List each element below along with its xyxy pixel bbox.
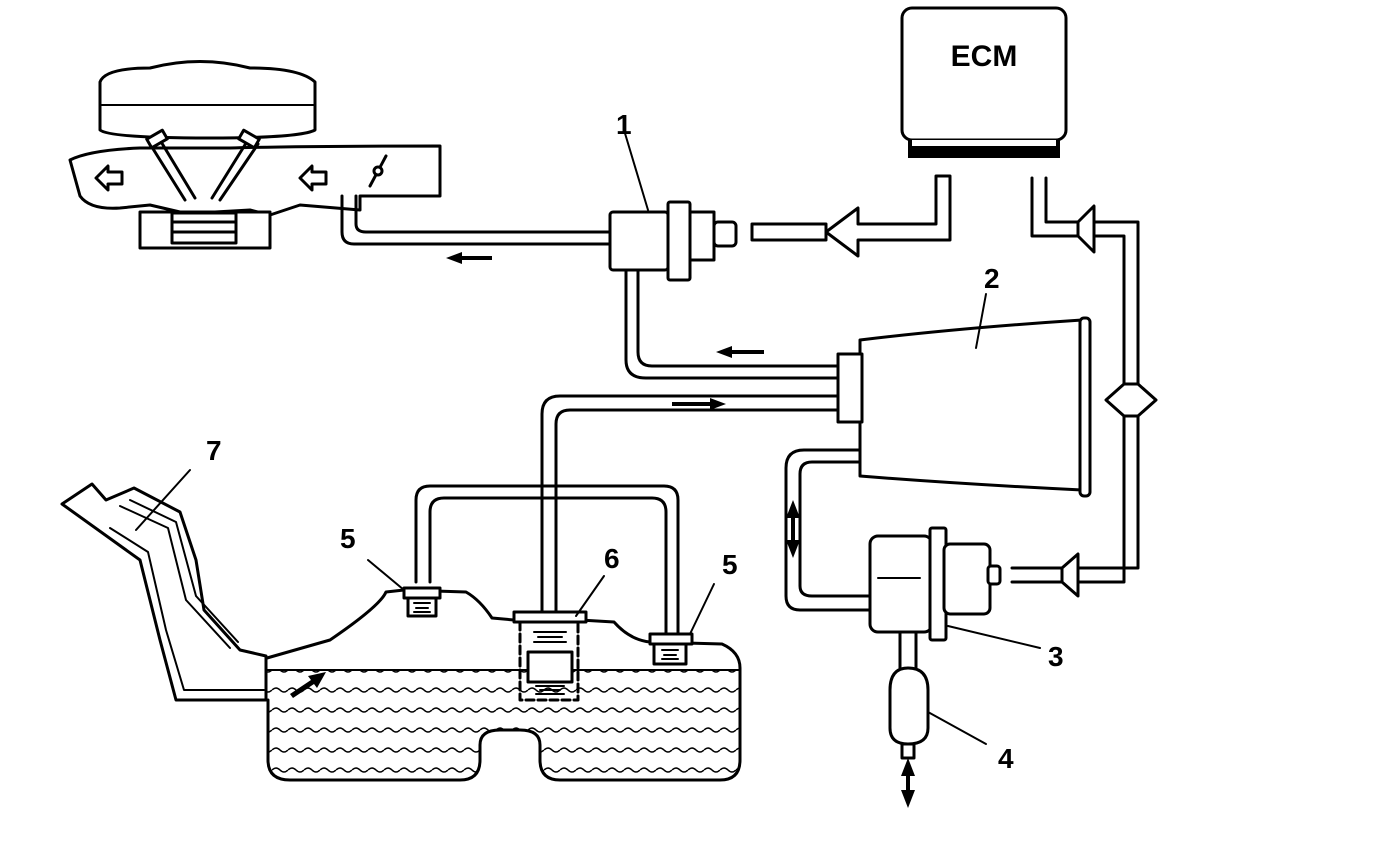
callout-leader-6: [575, 575, 605, 617]
canister-air-hose: [784, 448, 884, 612]
flow-arrow-right-icon: [672, 398, 726, 410]
rollover-valve-left: [367, 559, 442, 618]
ecm-signal-arrow-body: [750, 222, 828, 242]
callout-2: 2: [984, 263, 1000, 294]
bidirectional-arrow-icon: [901, 758, 915, 808]
callout-5-right: 5: [722, 549, 738, 580]
ecm-label: ECM: [951, 40, 1018, 73]
fuel-tank: [60, 469, 742, 782]
callout-7: 7: [206, 435, 222, 466]
exhaust-valve: [210, 138, 260, 202]
callout-leader-3: [947, 625, 1041, 649]
tank-vapor-line: [414, 394, 840, 638]
air-filter: [888, 630, 987, 808]
canister-to-valve-hose: [624, 268, 840, 380]
callout-leader-4: [927, 711, 987, 745]
callout-1: 1: [616, 109, 632, 140]
ecm-signal-arrow-icon: [824, 174, 952, 258]
callout-leader-1: [623, 129, 649, 211]
evap-canister: [836, 293, 1092, 498]
callout-5-left: 5: [340, 523, 356, 554]
ecm-module: ECM: [900, 6, 1068, 158]
flow-arrow-left-icon: [298, 164, 328, 192]
engine-piston: [170, 211, 238, 245]
purge-hose: [340, 194, 612, 264]
signal-arrow-icon: [1060, 552, 1080, 598]
rollover-valve-right: [648, 583, 715, 666]
signal-arrow-icon: [1076, 204, 1096, 254]
flow-arrow-left-icon: [446, 252, 492, 264]
callout-4: 4: [998, 743, 1014, 774]
flow-arrow-left-icon: [716, 346, 764, 358]
flow-arrow-left-icon: [94, 164, 124, 192]
callout-leader-2: [975, 293, 987, 349]
callout-leader-5a: [367, 559, 405, 591]
callout-leader-5b: [689, 583, 715, 635]
bidirectional-arrow-icon: [786, 500, 800, 558]
engine-air-cleaner: [98, 60, 317, 140]
purge-control-valve: [608, 129, 738, 282]
canister-vent-valve: [868, 526, 1041, 649]
ecm-sensor-signal-line: [1010, 176, 1158, 598]
fuel-filler-neck: [60, 482, 268, 702]
fuel-inlet-arrow-icon: [290, 672, 326, 698]
fuel-level-valve: [512, 575, 605, 702]
callout-leader-7: [135, 469, 191, 531]
callout-6: 6: [604, 543, 620, 574]
engine: [68, 60, 442, 250]
signal-arrow-icon: [1104, 382, 1158, 418]
callout-3: 3: [1048, 641, 1064, 672]
intake-valve: [148, 138, 197, 202]
